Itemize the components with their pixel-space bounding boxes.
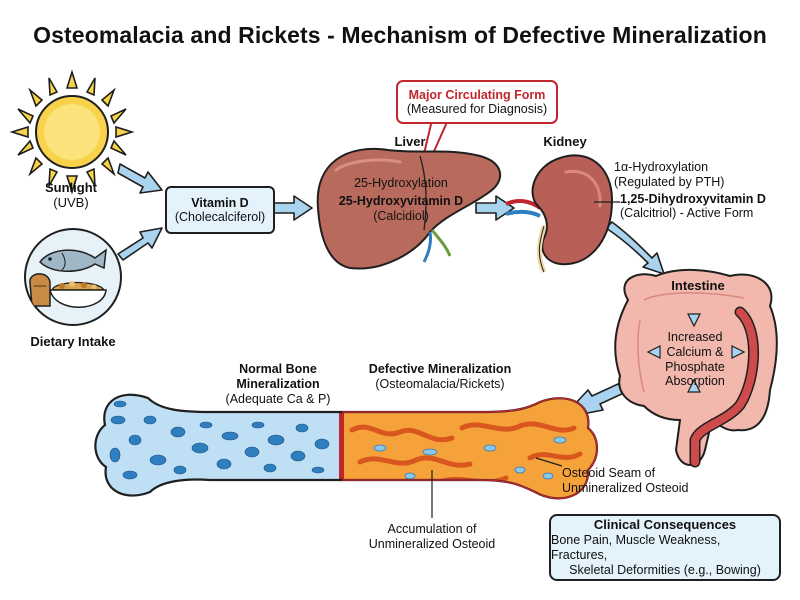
arrow-diet-to-vitamin-d [117, 227, 163, 261]
sunlight-label: Sunlight (UVB) [45, 180, 97, 211]
sun-icon [9, 69, 135, 195]
intestine-effect-label: Increased Calcium & Phosphate Absorption [665, 330, 725, 389]
arrow-vitamin-d-to-liver [273, 195, 313, 221]
food-bowl-icon [24, 228, 122, 326]
arrow-kidney-to-intestine [605, 221, 665, 275]
kidney-process-label: 1α-Hydroxylation (Regulated by PTH) 1,25… [614, 160, 766, 221]
arrow-sun-to-vitamin-d [117, 163, 163, 194]
clinical-consequences-box: Clinical Consequences Bone Pain, Muscle … [549, 514, 781, 581]
bone-icon [94, 393, 599, 500]
normal-bone-label: Normal Bone Mineralization (Adequate Ca … [225, 362, 331, 406]
page-title: Osteomalacia and Rickets - Mechanism of … [33, 22, 767, 48]
seam-leader-line [535, 457, 563, 467]
liver-icon [316, 148, 502, 270]
intestine-icon [614, 268, 778, 468]
kidney-icon [505, 154, 614, 274]
dietary-intake-label: Dietary Intake [30, 334, 116, 349]
kidney-label: Kidney [543, 134, 587, 149]
bread-icon [29, 273, 51, 307]
intestine-label: Intestine [671, 278, 725, 293]
defective-mineralization-label: Defective Mineralization (Osteomalacia/R… [368, 362, 512, 391]
osteoid-seam-label: Osteoid Seam of Unmineralized Osteoid [562, 466, 689, 495]
fish-icon [39, 248, 107, 272]
arrow-liver-to-kidney [475, 195, 515, 221]
accumulation-label: Accumulation of Unmineralized Osteoid [368, 522, 496, 551]
liver-label: Liver [394, 134, 426, 149]
liver-process-label: 25-Hydroxylation 25-Hydroxyvitamin D (Ca… [338, 176, 464, 223]
major-circulating-form-callout: Major Circulating Form (Measured for Dia… [396, 80, 558, 124]
vitamin-d-box: Vitamin D (Cholecalciferol) [165, 186, 275, 234]
